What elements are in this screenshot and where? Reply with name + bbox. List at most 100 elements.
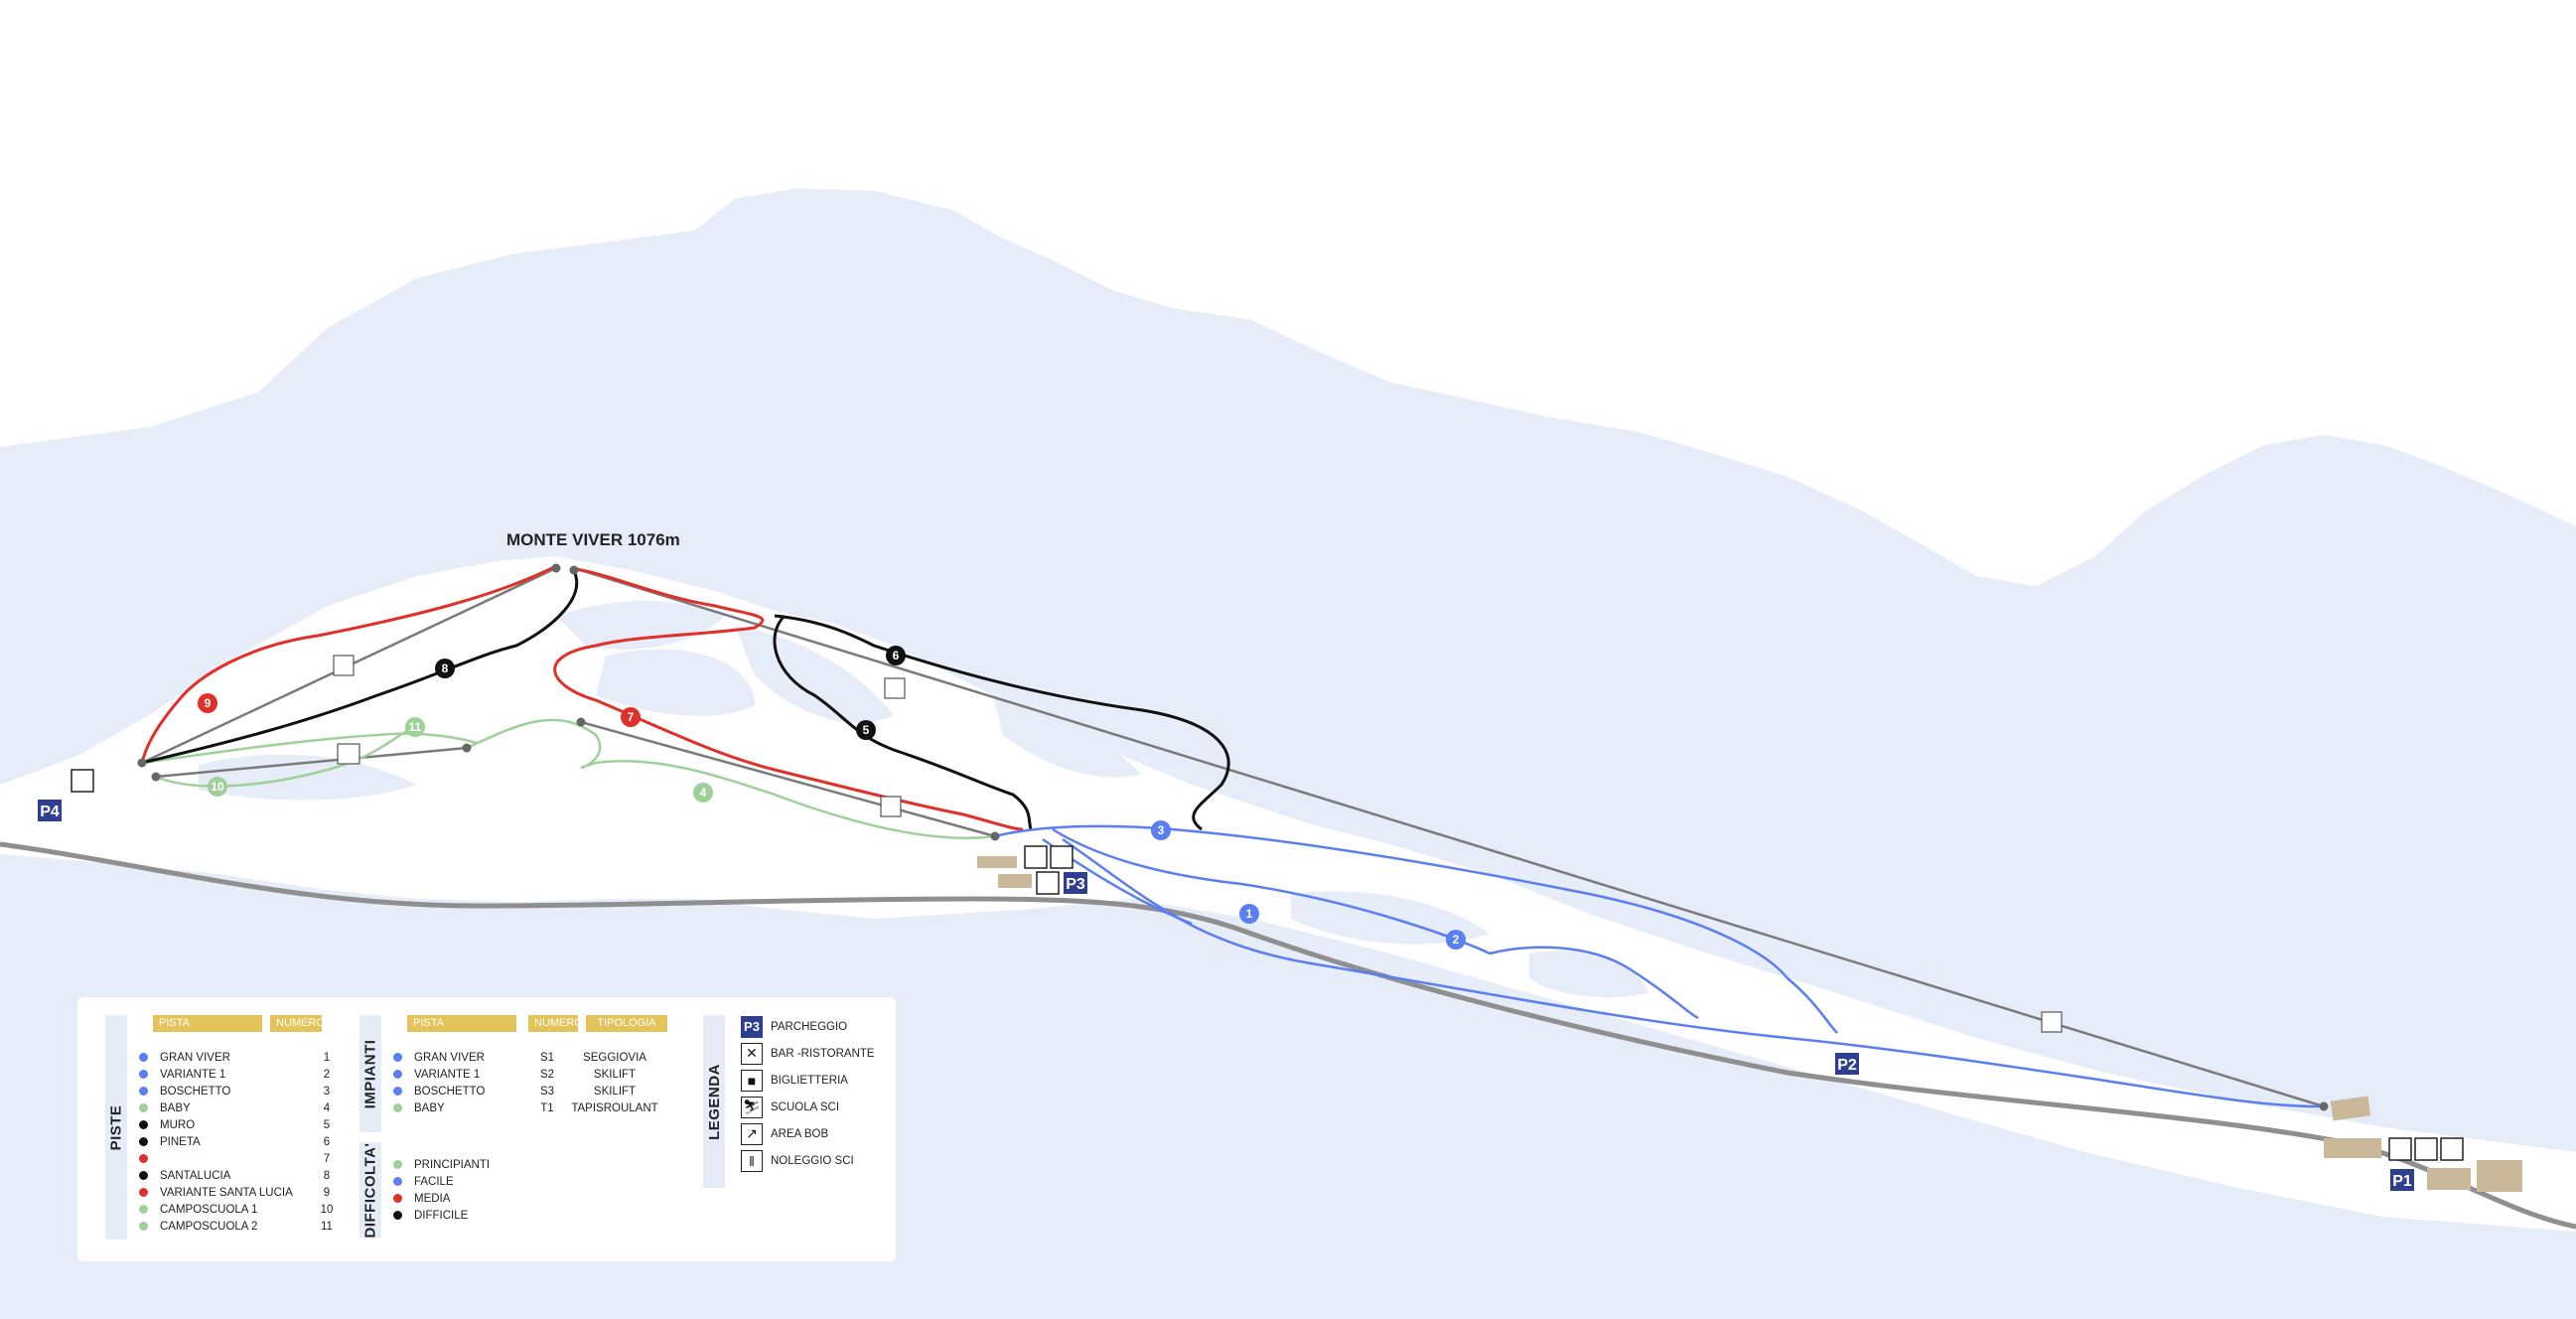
- parking-p2[interactable]: [1835, 1053, 1859, 1075]
- svg-text:7: 7: [628, 710, 635, 724]
- legend-label: BIGLIETTERIA: [771, 1074, 848, 1087]
- slope-name: BABY: [160, 1101, 191, 1114]
- slope-number: 1: [323, 1051, 331, 1064]
- lift-s3: [580, 720, 996, 838]
- woods: [556, 601, 725, 650]
- legend-label: BAR -RISTORANTE: [771, 1047, 875, 1060]
- slope-row: MURO 5: [139, 1116, 347, 1133]
- slope-marker: [1446, 930, 1466, 950]
- legend-row: ⛷SCUOLA SCI: [741, 1094, 875, 1120]
- slope-name: SANTALUCIA: [160, 1169, 231, 1182]
- legend-label: PARCHEGGIO: [771, 1020, 848, 1033]
- lifts-col-tipologia: TIPOLOGIA: [586, 1015, 667, 1032]
- lift-number: T1: [540, 1101, 554, 1114]
- difficulty-heading: DIFFICOLTA': [361, 1142, 379, 1238]
- difficulty-color-dot: [393, 1177, 402, 1186]
- slope-number: 2: [323, 1068, 331, 1081]
- difficulty-row: FACILE: [393, 1173, 531, 1190]
- woods: [596, 649, 755, 716]
- lift-type: SKILIFT: [593, 1085, 637, 1098]
- lift-s1: [573, 566, 2325, 1108]
- slope-name: CAMPOSCUOLA 1: [160, 1203, 258, 1216]
- difficulty-label: PRINCIPIANTI: [414, 1158, 491, 1171]
- difficulty-label: DIFFICILE: [414, 1209, 469, 1222]
- slope-marker: [1151, 820, 1171, 840]
- svg-text:1: 1: [1246, 907, 1253, 921]
- lift-type: SKILIFT: [593, 1068, 637, 1081]
- svg-text:8: 8: [442, 661, 449, 675]
- parking-markers[interactable]: P4 P3 P2 P1: [38, 800, 2414, 1191]
- service-icons-p1: [2388, 1137, 2464, 1161]
- slope-color-dot: [139, 1053, 148, 1062]
- slope-color-dot: [139, 1222, 148, 1231]
- slope-row: GRAN VIVER 1: [139, 1049, 347, 1066]
- parking-p1-label: P1: [2392, 1173, 2412, 1190]
- lift-color-dot: [393, 1103, 402, 1112]
- svg-text:4: 4: [700, 786, 707, 800]
- svg-text:10: 10: [211, 780, 224, 794]
- snow-area: [0, 556, 2576, 1232]
- ticket-icon: ■: [741, 1069, 763, 1092]
- difficulty-label: FACILE: [414, 1175, 454, 1188]
- legend-row: ‖ NOLEGGIO SCI: [741, 1147, 875, 1174]
- road: [0, 841, 2576, 1230]
- svg-text:2: 2: [1453, 933, 1460, 947]
- slope-marker: [405, 717, 425, 737]
- slope-name: MURO: [160, 1118, 196, 1131]
- svg-text:5: 5: [863, 723, 870, 737]
- slope-color-dot: [139, 1188, 148, 1197]
- legend-label: SCUOLA SCI: [771, 1100, 840, 1113]
- ski-rental-icon: ‖: [741, 1149, 763, 1172]
- slope-number: 10: [320, 1203, 334, 1216]
- slope-marker: [886, 646, 906, 665]
- slope-number: 5: [323, 1118, 331, 1131]
- slope-color-dot: [139, 1120, 148, 1129]
- bob-area-icon: ↗: [741, 1122, 763, 1145]
- svg-text:6: 6: [893, 649, 900, 662]
- slope-color-dot: [139, 1087, 148, 1096]
- bob-area-icon: [71, 769, 94, 793]
- slope-name: PINETA: [160, 1135, 201, 1148]
- svg-text:9: 9: [205, 696, 212, 710]
- slope-markers: 9 8 6 5 7 11 10 4 3 1 2: [198, 646, 1466, 950]
- lift-name: GRAN VIVER: [414, 1051, 485, 1064]
- parking-p3[interactable]: [1064, 872, 1087, 894]
- slope-row: 7: [139, 1150, 347, 1167]
- slopes-heading: PISTE: [107, 1104, 125, 1150]
- parking-p2-label: P2: [1837, 1057, 1857, 1074]
- woods: [1529, 951, 1648, 998]
- woods: [993, 695, 1142, 778]
- legend-label: NOLEGGIO SCI: [771, 1154, 854, 1167]
- legend-row: ■ BIGLIETTERIA: [741, 1067, 875, 1094]
- lift-stations: [137, 563, 2329, 1111]
- lifts-heading: IMPIANTI: [361, 1039, 379, 1108]
- lift-label-icons: [333, 655, 2063, 1033]
- slope-name: BOSCHETTO: [160, 1085, 231, 1098]
- difficulty-color-dot: [393, 1160, 402, 1169]
- parking-p4[interactable]: [38, 800, 62, 821]
- hard-slopes: [141, 570, 1230, 831]
- slope-marker: [856, 720, 876, 740]
- legend-row: ✕BAR -RISTORANTE: [741, 1040, 875, 1067]
- svg-text:3: 3: [1158, 823, 1165, 837]
- slope-marker: [198, 693, 217, 713]
- slope-color-dot: [139, 1103, 148, 1112]
- slope-name: VARIANTE SANTA LUCIA: [160, 1186, 293, 1199]
- parking-p1[interactable]: [2390, 1169, 2414, 1191]
- legend-row: ↗AREA BOB: [741, 1120, 875, 1147]
- slope-color-dot: [139, 1154, 148, 1163]
- slope-number: 7: [323, 1152, 331, 1165]
- slope-name: GRAN VIVER: [160, 1051, 230, 1064]
- slope-row: CAMPOSCUOLA 1 10: [139, 1201, 347, 1218]
